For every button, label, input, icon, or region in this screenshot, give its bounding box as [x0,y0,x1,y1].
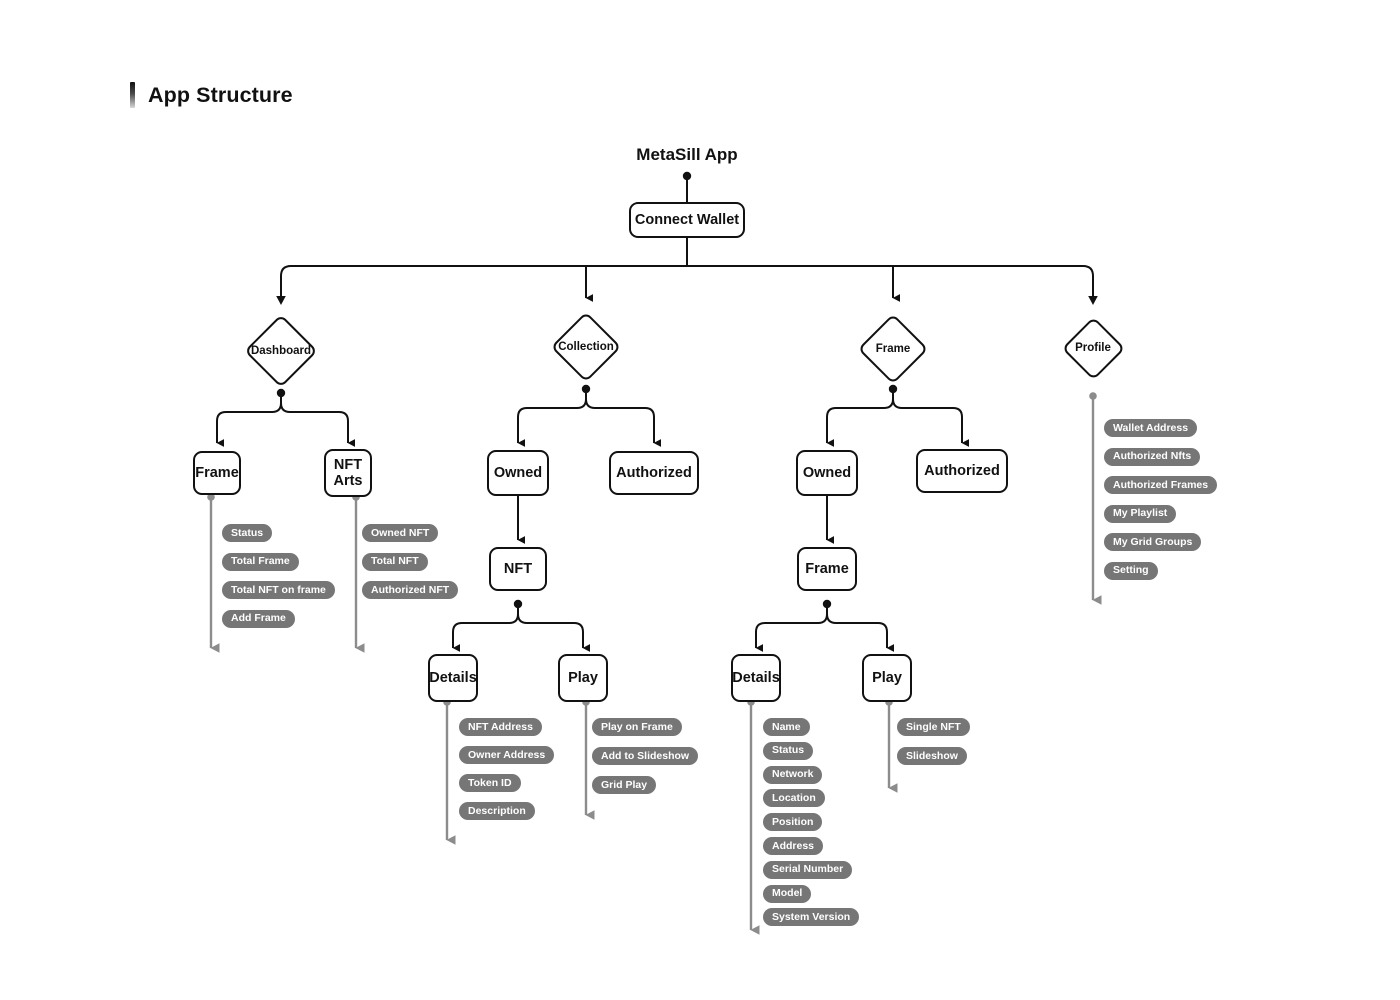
leaf-pill[interactable]: Authorized Frames [1104,476,1218,494]
leaf-pill[interactable]: Grid Play [592,776,657,794]
node-frame-details[interactable]: Details [731,654,781,702]
node-profile-label: Profile [1075,342,1111,354]
leaf-pill[interactable]: Total Frame [222,552,299,571]
node-dashboard-nft-arts[interactable]: NFT Arts [324,449,372,497]
page-header: App Structure [130,82,293,108]
leaf-pill[interactable]: NFT Address [459,718,542,736]
node-collection-nft[interactable]: NFT [489,547,547,591]
leaf-pill[interactable]: Authorized Nfts [1104,447,1201,466]
leaf-pill[interactable]: Single NFT [897,718,970,736]
leaf-pill[interactable]: Model [763,884,812,903]
node-collection-authorized[interactable]: Authorized [609,451,699,495]
node-connect-wallet[interactable]: Connect Wallet [629,202,745,238]
leaf-pill[interactable]: Network [763,765,823,784]
node-frame-label: Frame [875,343,911,355]
diagram-root-label: MetaSill App [636,145,738,164]
leaf-pill[interactable]: Name [763,718,810,736]
leaf-pill[interactable]: Location [763,789,825,808]
node-frame-authorized[interactable]: Authorized [916,449,1008,493]
node-collection[interactable]: Collection [550,311,622,383]
leaf-pill[interactable]: Status [222,524,273,542]
node-frame-owned[interactable]: Owned [796,450,858,496]
leaf-pill[interactable]: Add to Slideshow [592,747,699,765]
node-dashboard[interactable]: Dashboard [243,313,319,389]
node-frame-frame[interactable]: Frame [797,547,857,591]
leaf-pill[interactable]: My Grid Groups [1104,533,1202,551]
node-collection-owned[interactable]: Owned [487,450,549,496]
leaf-pill[interactable]: Address [763,837,824,855]
node-dashboard-frame[interactable]: Frame [193,451,241,495]
node-collection-label: Collection [558,341,614,353]
leaf-pill[interactable]: My Playlist [1104,504,1177,523]
leaf-pill[interactable]: Total NFT on frame [222,581,335,599]
leaf-pill[interactable]: Description [459,802,535,820]
leaf-pill[interactable]: Setting [1104,561,1158,580]
node-dashboard-label: Dashboard [250,345,312,357]
leaf-pill[interactable]: Wallet Address [1104,419,1198,437]
leaf-pill[interactable]: Owner Address [459,746,555,764]
node-collection-details[interactable]: Details [428,654,478,702]
leaf-pill[interactable]: Add Frame [222,609,295,628]
header-accent-bar [130,82,135,108]
leaf-pill[interactable]: Play on Frame [592,718,682,736]
page-title: App Structure [148,82,293,107]
node-frame[interactable]: Frame [857,313,929,385]
leaf-pill[interactable]: Status [763,741,814,760]
leaf-pill[interactable]: System Version [763,908,860,927]
leaf-pill[interactable]: Total NFT [362,552,428,571]
node-frame-play[interactable]: Play [862,654,912,702]
leaf-pill[interactable]: Token ID [459,774,521,792]
nft-arts-line-1: NFT [333,456,363,473]
leaf-pill[interactable]: Slideshow [897,747,967,765]
node-collection-play[interactable]: Play [558,654,608,702]
leaf-pill[interactable]: Serial Number [763,860,853,879]
leaf-pill[interactable]: Authorized NFT [362,581,459,599]
leaf-pill[interactable]: Position [763,813,823,832]
node-profile[interactable]: Profile [1061,316,1125,380]
leaf-pill[interactable]: Owned NFT [362,524,439,542]
nft-arts-line-2: Arts [333,473,363,489]
